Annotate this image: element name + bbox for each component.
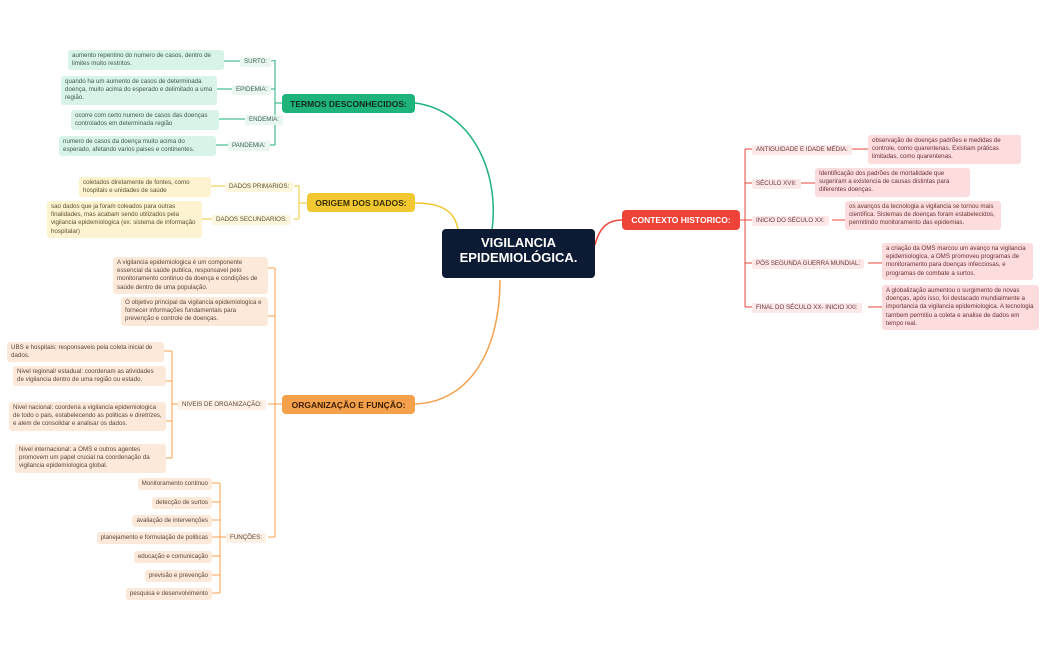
central-topic-line1: VIGILANCIA: [480, 235, 557, 250]
text-inicio-seculo-xx[interactable]: os avanços da tecnologia a vigilancia se…: [845, 201, 1001, 230]
central-topic-line2: EPIDEMIOLÓGICA.: [459, 250, 578, 265]
funcao-item[interactable]: Monitoramento continuo: [137, 478, 212, 491]
text-seculo-xvii[interactable]: Identificação dos padrões de mortalidade…: [815, 168, 970, 197]
label-dados-secundarios[interactable]: DADOS SECUNDARIOS:: [212, 215, 291, 226]
label-pos-segunda-guerra[interactable]: PÓS SEGUNDA GUERRA MUNDIAL:: [752, 259, 865, 270]
label-seculo-xvii[interactable]: SÉCULO XVII:: [752, 179, 801, 190]
branch-organizacao-e-funcao[interactable]: ORGANIZAÇÃO E FUNÇÃO:: [282, 395, 415, 414]
text-surto[interactable]: aumento repentino do numero de casos, de…: [68, 50, 224, 71]
text-nivel-regional[interactable]: Nivel regional/ estadual: coordenam as a…: [13, 366, 166, 387]
label-endemia[interactable]: ENDEMIA:: [245, 115, 283, 126]
label-pandemia[interactable]: PANDEMIA:: [228, 141, 270, 152]
funcao-item[interactable]: pesquisa e desenvolvimento: [125, 588, 212, 601]
label-final-seculo-xx[interactable]: FINAL DO SÉCULO XX- INICIO XXI:: [752, 303, 862, 314]
central-topic[interactable]: VIGILANCIA EPIDEMIOLÓGICA.: [442, 229, 595, 278]
text-endemia[interactable]: ocorre com certo numero de casos das doe…: [71, 110, 219, 131]
funcao-item[interactable]: planejamento e formulação de politicas: [96, 532, 212, 545]
funcao-item[interactable]: previsão e prevenção: [144, 570, 212, 583]
label-dados-primarios[interactable]: DADOS PRIMARIOS:: [225, 182, 294, 193]
funcao-item[interactable]: educação e comunicação: [133, 551, 212, 564]
text-final-seculo-xx[interactable]: A globalização aumentou o surgimento de …: [882, 285, 1039, 331]
text-dados-secundarios[interactable]: sao dados que ja foram coleados para out…: [47, 201, 202, 238]
label-niveis-de-organizacao[interactable]: NIVEIS DE ORGANIZAÇÃO:: [178, 400, 266, 411]
funcao-item[interactable]: detecção de surtos: [151, 497, 212, 510]
text-antiguidade[interactable]: observação de doenças padrões e medidas …: [868, 135, 1021, 164]
label-surto[interactable]: SURTO:: [240, 57, 272, 68]
branch-origem-dos-dados[interactable]: ORIGEM DOS DADOS:: [307, 193, 415, 212]
text-epidemia[interactable]: quando ha um aumento de casos de determi…: [61, 76, 217, 105]
funcao-item[interactable]: avaliação de intervenções: [132, 515, 212, 528]
branch-contexto-historico[interactable]: CONTEXTO HISTORICO:: [622, 210, 740, 230]
text-pos-segunda-guerra[interactable]: a criação da OMS marcou um avanço na vig…: [882, 243, 1033, 280]
text-nivel-internacional[interactable]: Nivel internacional: a OMS e outros agen…: [15, 444, 166, 473]
label-antiguidade[interactable]: ANTIGUIDADE E IDADE MÉDIA:: [752, 145, 852, 156]
text-pandemia[interactable]: numero de casos da doença muito acima do…: [59, 136, 216, 157]
text-nivel-ubs[interactable]: UBS e hospitais: responsaveis pela colet…: [7, 342, 164, 363]
text-intro-objetivo[interactable]: O objetivo principal da vigilancia epide…: [121, 297, 268, 326]
branch-termos-desconhecidos[interactable]: TERMOS DESCONHECIDOS:: [282, 94, 415, 113]
label-epidemia[interactable]: EPIDEMIA:: [232, 85, 272, 96]
text-intro-componente[interactable]: A vigilancia epidemiologica é um compone…: [113, 257, 268, 294]
text-nivel-nacional[interactable]: Nivel nacional: coordena a vigilancia ep…: [9, 402, 166, 431]
label-inicio-seculo-xx[interactable]: INICIO DO SÉCULO XX:: [752, 216, 829, 227]
text-dados-primarios[interactable]: coletados diretamente de fontes, como ho…: [79, 177, 211, 198]
label-funcoes[interactable]: FUNÇÕES:: [226, 533, 266, 544]
